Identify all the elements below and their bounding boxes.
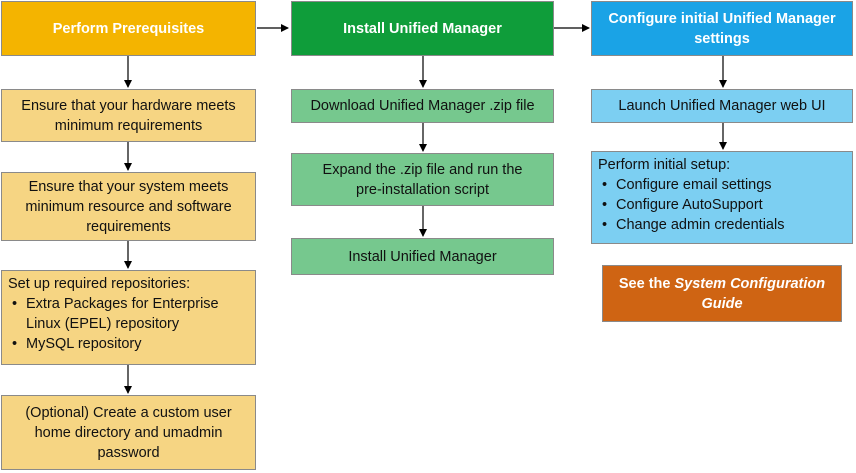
initial-setup-title: Perform initial setup:	[598, 157, 731, 173]
system-requirements-label: Ensure that your system meets minimum re…	[25, 178, 232, 235]
repositories-list: Extra Packages for Enterprise Linux (EPE…	[8, 294, 249, 354]
launch-web-ui-step: Launch Unified Manager web UI	[591, 89, 853, 123]
initial-setup-step: Perform initial setup: Configure email s…	[591, 151, 853, 244]
install-unified-manager-header-label: Install Unified Manager	[343, 20, 502, 37]
download-zip-label: Download Unified Manager .zip file	[310, 98, 535, 114]
repositories-title: Set up required repositories:	[8, 276, 191, 292]
install-unified-manager-step: Install Unified Manager	[291, 238, 554, 275]
guide-prefix: See the	[618, 275, 675, 292]
hardware-requirements-step: Ensure that your hardware meets minimum …	[1, 89, 256, 142]
configure-settings-header-label: Configure initial Unified Manager settin…	[608, 10, 836, 47]
list-item: MySQL repository	[12, 334, 249, 354]
list-item: Configure email settings	[602, 175, 846, 195]
download-zip-step: Download Unified Manager .zip file	[291, 89, 554, 123]
repositories-step: Set up required repositories: Extra Pack…	[1, 270, 256, 365]
list-item: Change admin credentials	[602, 215, 846, 235]
system-requirements-step: Ensure that your system meets minimum re…	[1, 172, 256, 241]
perform-prerequisites-header-label: Perform Prerequisites	[52, 20, 205, 37]
install-unified-manager-label: Install Unified Manager	[348, 248, 497, 265]
install-unified-manager-header: Install Unified Manager	[291, 1, 554, 56]
guide-text: See the System Configuration Guide	[613, 274, 831, 314]
list-item: Configure AutoSupport	[602, 195, 846, 215]
optional-user-label: (Optional) Create a custom user home dir…	[25, 404, 232, 461]
initial-setup-list: Configure email settings Configure AutoS…	[598, 175, 846, 235]
system-configuration-guide-link[interactable]: See the System Configuration Guide	[602, 265, 842, 322]
list-item: Extra Packages for Enterprise Linux (EPE…	[12, 294, 249, 334]
perform-prerequisites-header: Perform Prerequisites	[1, 1, 256, 56]
hardware-requirements-label: Ensure that your hardware meets minimum …	[21, 97, 236, 134]
expand-zip-label: Expand the .zip file and run the pre-ins…	[322, 161, 523, 198]
launch-web-ui-label: Launch Unified Manager web UI	[618, 98, 826, 114]
optional-user-step: (Optional) Create a custom user home dir…	[1, 395, 256, 470]
guide-title[interactable]: System Configuration Guide	[674, 275, 826, 312]
expand-zip-step: Expand the .zip file and run the pre-ins…	[291, 153, 554, 206]
configure-settings-header: Configure initial Unified Manager settin…	[591, 1, 853, 56]
